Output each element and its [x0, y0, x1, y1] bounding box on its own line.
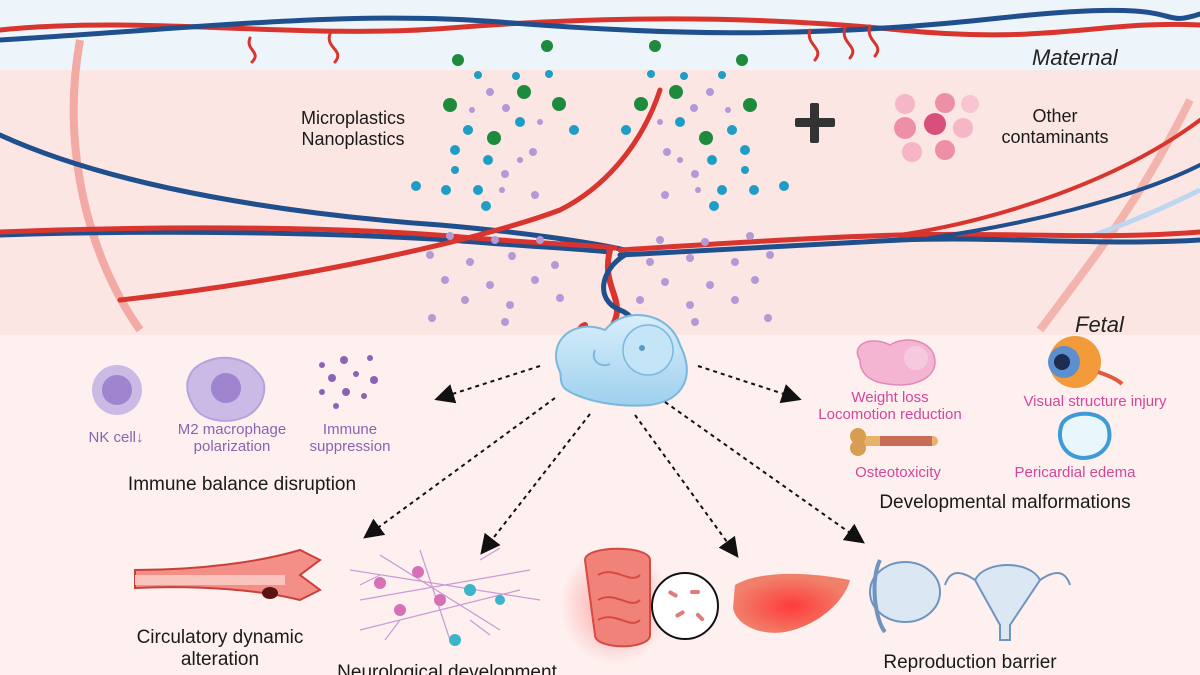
nk-cell-label: NK cell↓	[88, 429, 144, 446]
larva-weight-icon	[856, 339, 936, 386]
immune-suppression-label: Immune suppression	[300, 421, 400, 456]
neuron-network-icon	[349, 547, 541, 646]
neurological-label: Neurological development	[337, 662, 557, 675]
other-contaminants-label: Other contaminants	[980, 106, 1130, 147]
circulatory-label: Circulatory dynamic alteration	[110, 627, 330, 671]
eye-icon	[1048, 336, 1124, 388]
reproduction-label: Reproduction barrier	[883, 652, 1057, 673]
uterus-icon	[944, 564, 1071, 641]
macrophage-icon	[186, 356, 266, 422]
m2-macrophage-label: M2 macrophage polarization	[172, 421, 292, 456]
nanoplastics-text: Nanoplastics	[301, 128, 405, 149]
fetus-illustration	[555, 314, 688, 407]
weight-line2: Locomotion reduction	[818, 406, 962, 424]
developmental-title: Developmental malformations	[879, 492, 1131, 513]
weight-line1: Weight loss	[851, 389, 929, 406]
top-vessels	[0, 7, 1200, 64]
weight-loss-label: Weight loss Locomotion reduction	[795, 389, 985, 424]
m2-line1: M2 macrophage	[177, 421, 287, 438]
particle-cluster-right	[621, 40, 789, 211]
liver-icon	[733, 573, 850, 633]
microplastics-text: Microplastics	[300, 108, 406, 128]
intestine-icon	[560, 545, 719, 665]
nanoparticles-crossing	[426, 232, 774, 326]
maternal-zone-label: Maternal	[1032, 45, 1118, 70]
immune-balance-title: Immune balance disruption	[127, 474, 357, 495]
bone-icon	[850, 428, 938, 456]
effect-arrows	[363, 365, 865, 558]
placental-vessels	[0, 87, 1200, 349]
particle-cluster-left	[411, 40, 579, 211]
circ-line1: Circulatory dynamic	[136, 627, 304, 648]
fetal-zone-label: Fetal	[1075, 312, 1124, 337]
m2-line2: polarization	[193, 438, 271, 456]
circ-line2: alteration	[180, 648, 260, 670]
heart-icon	[1058, 411, 1112, 461]
plus-icon	[795, 103, 835, 143]
osteotoxicity-label: Osteotoxicity	[855, 464, 941, 481]
suppression-line1: Immune	[322, 421, 378, 438]
other-text: Other	[1032, 106, 1078, 126]
contaminants-text: contaminants	[1001, 126, 1109, 147]
visual-injury-label: Visual structure injury	[1023, 393, 1167, 410]
blood-vessel-icon	[134, 548, 322, 602]
testis-icon	[869, 559, 941, 634]
nk-cell-icon	[92, 365, 142, 415]
suppression-line2: suppression	[309, 438, 391, 456]
immune-suppression-icon	[319, 355, 378, 409]
pericardial-edema-label: Pericardial edema	[1014, 464, 1136, 481]
contaminant-particles-icon	[894, 93, 979, 162]
right-faint-vessel	[1036, 98, 1194, 333]
plastics-label: Microplastics Nanoplastics	[278, 108, 428, 149]
